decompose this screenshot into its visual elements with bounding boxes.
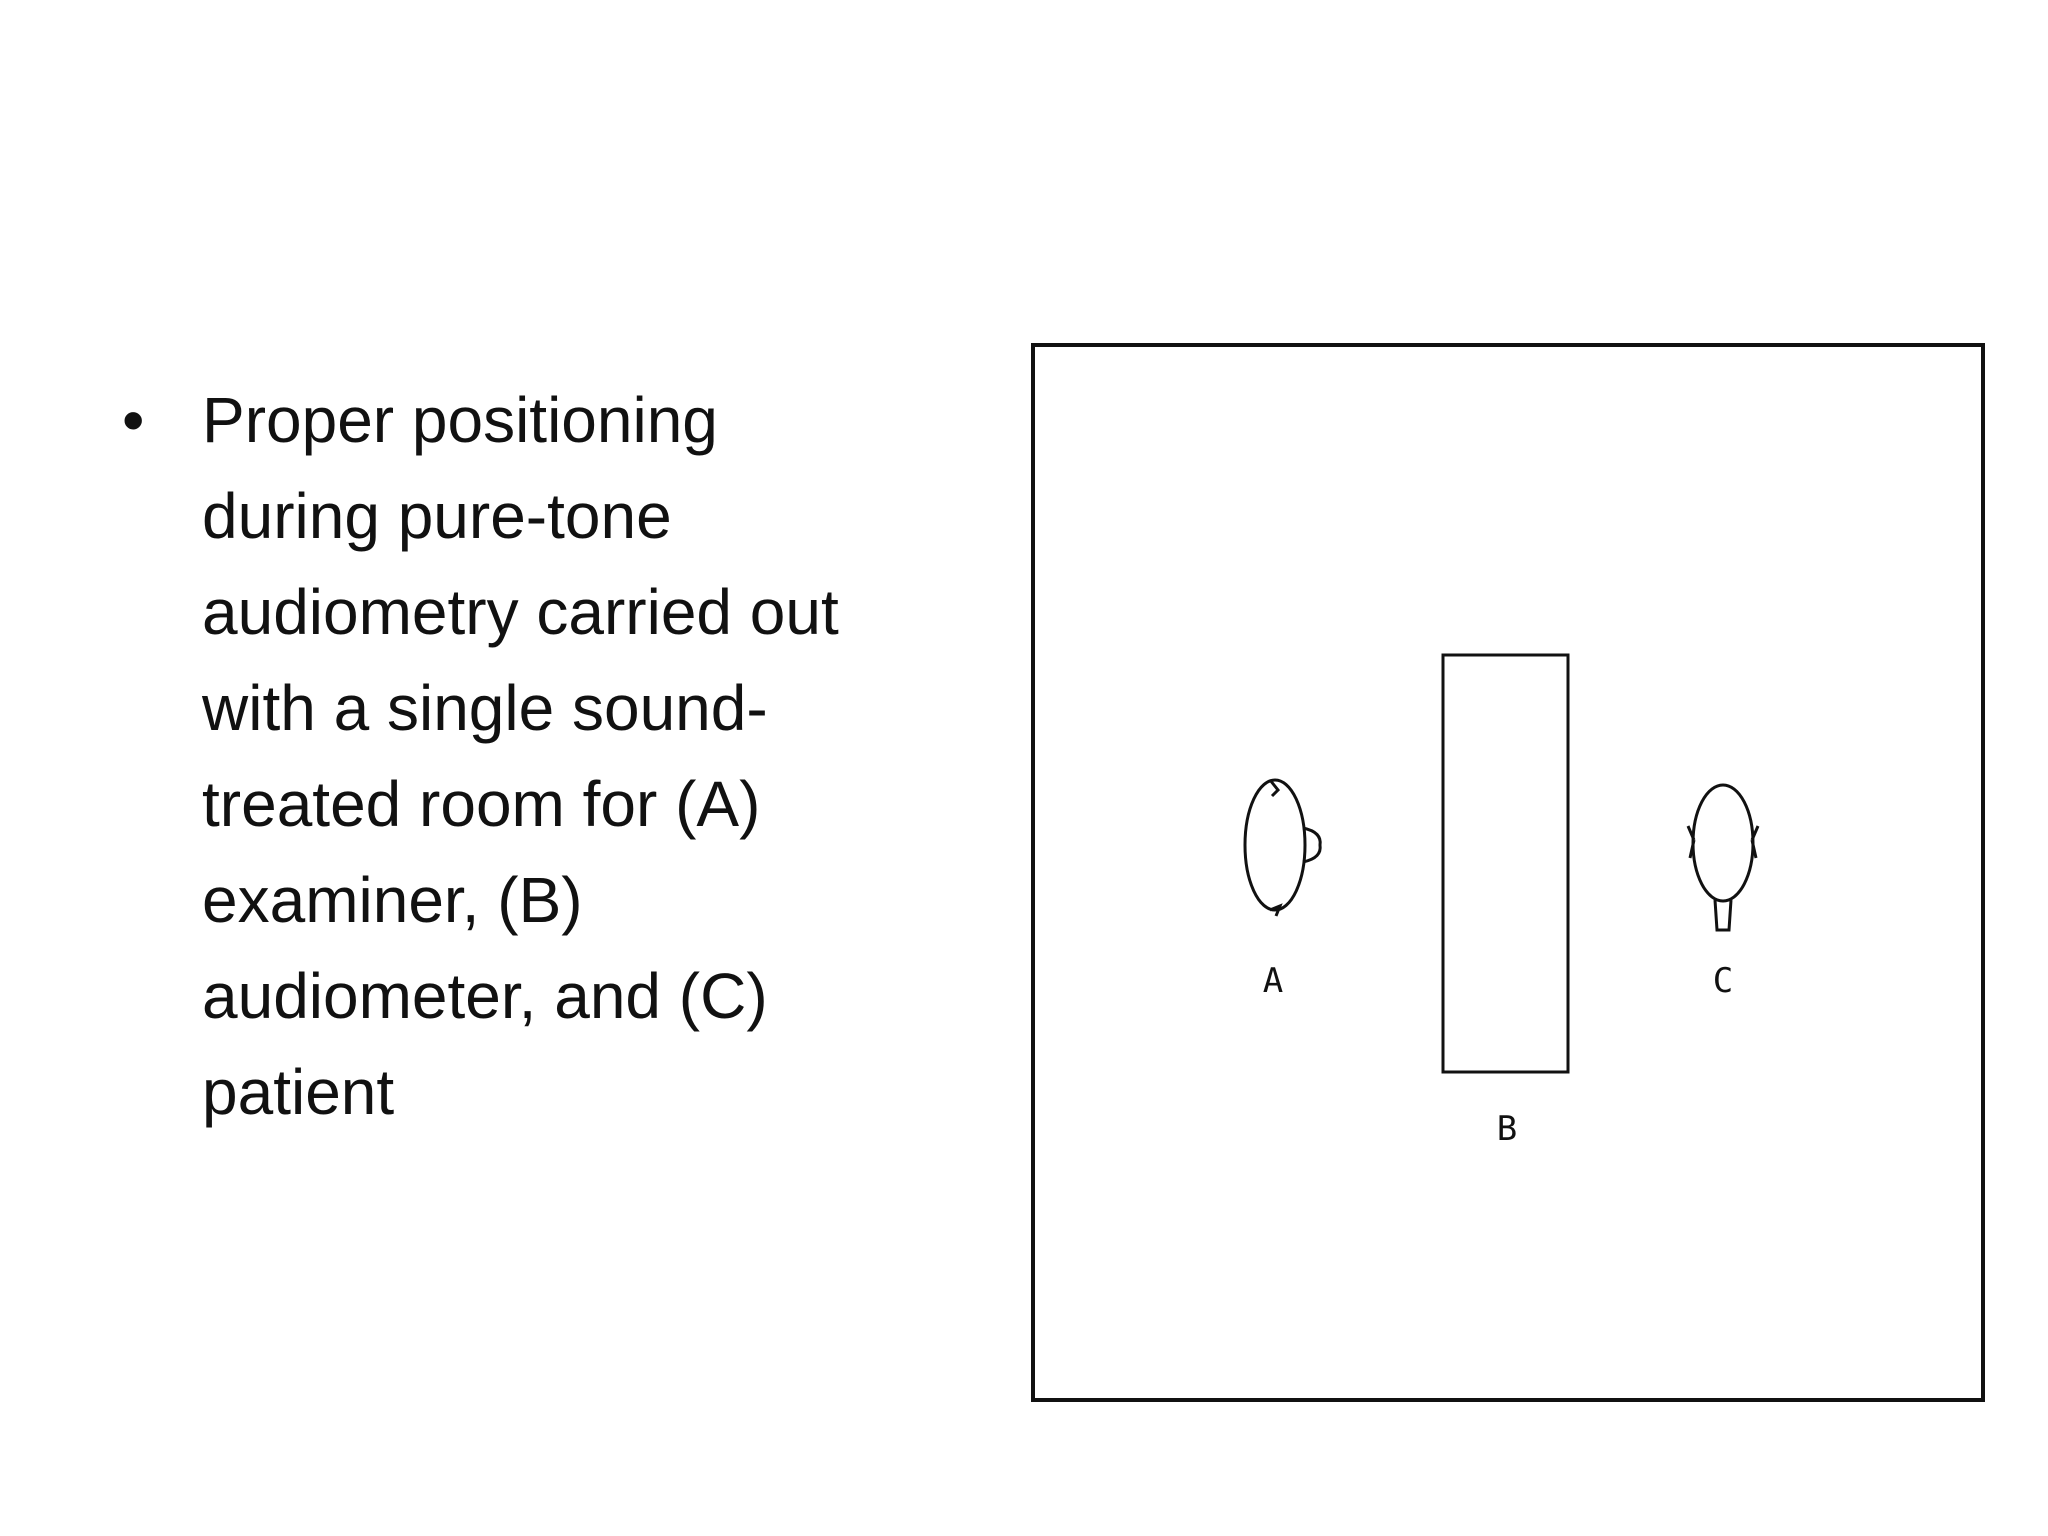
bullet-text: Proper positioning during pure-tone audi…	[202, 384, 839, 1128]
bullet-dot-icon: •	[122, 384, 145, 456]
audiometer-box	[1441, 653, 1570, 1074]
examiner-head-icon	[1243, 778, 1322, 917]
sound-treated-room	[1031, 343, 1985, 1402]
label-audiometer: B	[1497, 1109, 1517, 1149]
patient-head-icon	[1686, 783, 1760, 932]
label-examiner: A	[1263, 961, 1283, 1001]
label-patient: C	[1713, 961, 1733, 1001]
room-diagram: A B C	[1030, 340, 1990, 1410]
